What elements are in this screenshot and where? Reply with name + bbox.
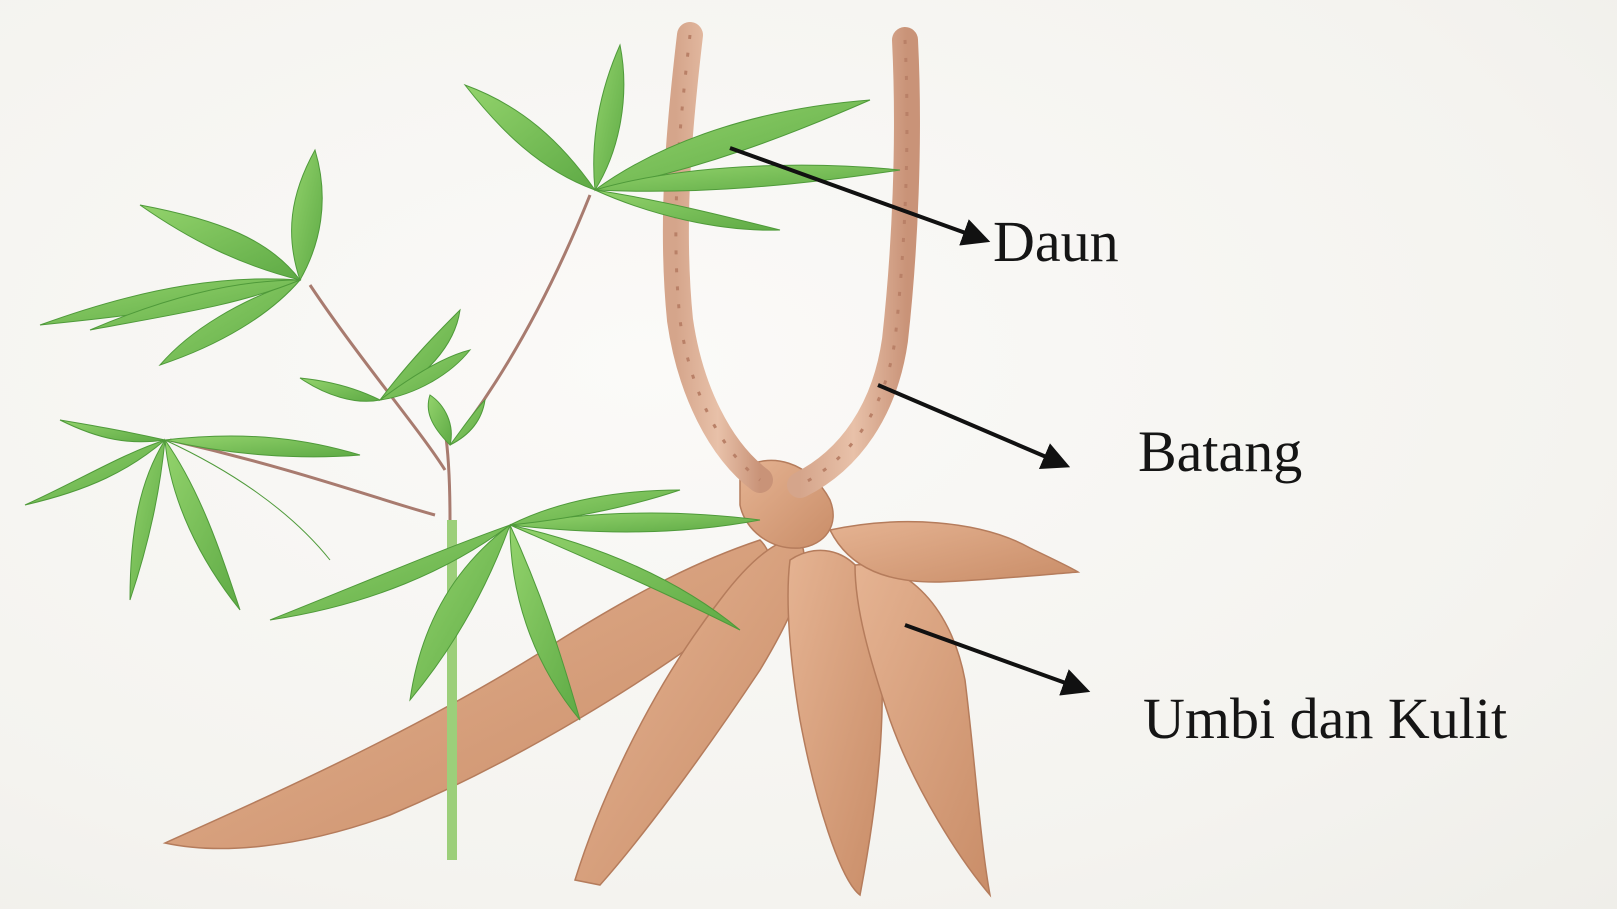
label-umbi-dan-kulit: Umbi dan Kulit	[1143, 690, 1507, 748]
leaf-cluster-left-lower	[25, 420, 360, 610]
arrow-daun	[730, 148, 985, 240]
label-batang: Batang	[1138, 423, 1302, 481]
branch-3	[470, 195, 590, 420]
label-daun: Daun	[993, 213, 1119, 271]
arrow-batang	[878, 385, 1065, 465]
leaf-cluster-center-small	[300, 310, 485, 445]
leaf-cluster-left-upper	[40, 150, 322, 365]
main-stems	[676, 35, 907, 485]
stem-left	[676, 35, 760, 480]
